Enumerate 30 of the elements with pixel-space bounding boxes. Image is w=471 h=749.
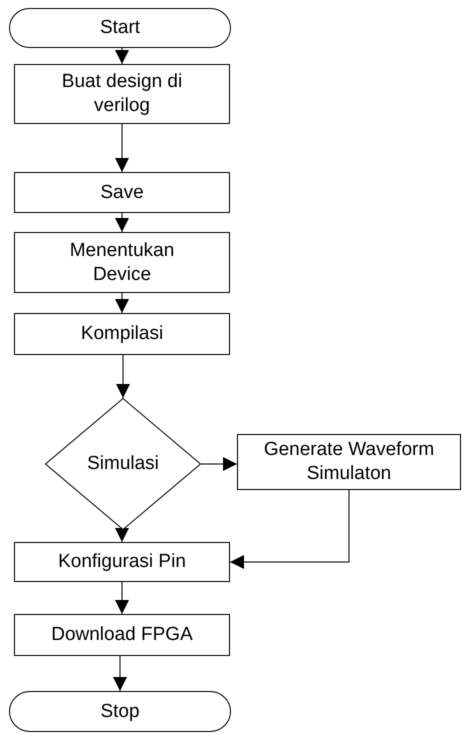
process-box xyxy=(14,313,230,355)
process-box xyxy=(14,172,230,213)
node-label: Stop xyxy=(100,700,140,724)
arrow xyxy=(230,490,350,569)
process-box xyxy=(14,64,230,124)
node-label: Buat design di verilog xyxy=(60,70,184,118)
terminator-shape xyxy=(9,691,231,732)
arrow xyxy=(115,292,129,314)
arrow xyxy=(113,656,127,692)
arrow xyxy=(116,354,130,398)
arrow xyxy=(115,48,129,64)
terminator-shape xyxy=(9,8,231,48)
node-label: Generate Waveform Simulaton xyxy=(262,438,436,486)
arrow xyxy=(115,212,129,232)
process-box xyxy=(14,232,230,293)
node-label: Menentukan Device xyxy=(68,238,176,286)
arrow xyxy=(115,528,129,542)
process-box xyxy=(237,434,461,490)
process-box xyxy=(14,614,230,656)
node-label: Download FPGA xyxy=(51,623,193,647)
node-label: Start xyxy=(100,16,140,40)
node-label: Kompilasi xyxy=(80,322,164,346)
node-label: Konfigurasi Pin xyxy=(58,550,186,574)
arrow xyxy=(200,457,238,471)
arrow xyxy=(115,124,129,172)
process-box xyxy=(14,542,230,582)
node-label: Save xyxy=(100,180,144,204)
decision-diamond xyxy=(45,398,201,530)
arrow xyxy=(115,582,129,614)
node-label: Simulasi xyxy=(87,452,159,476)
